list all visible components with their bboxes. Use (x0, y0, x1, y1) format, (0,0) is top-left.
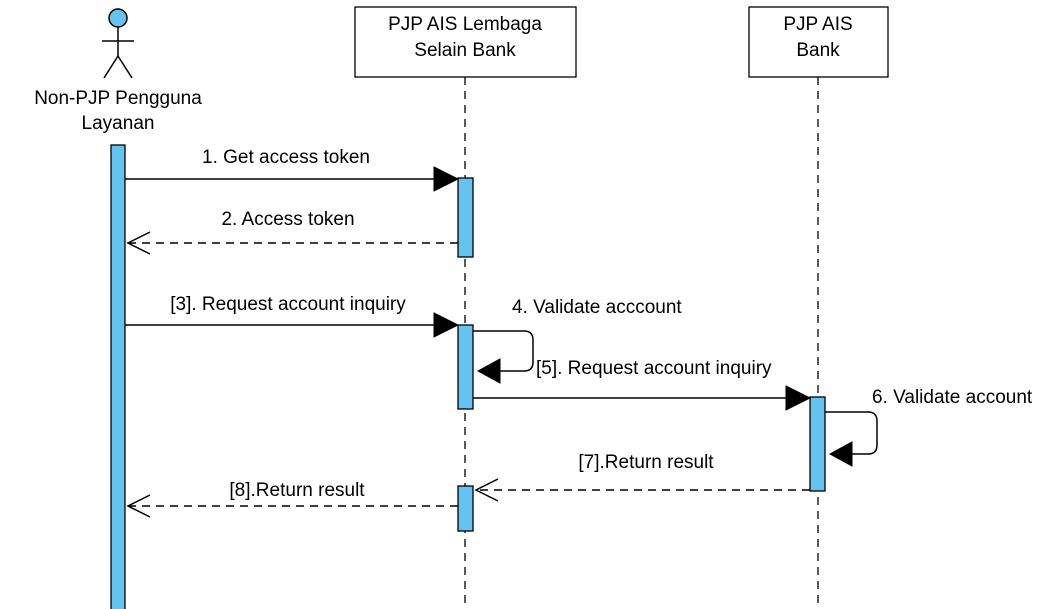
activation-actor (110, 144, 126, 609)
message-2-arrow (126, 231, 458, 255)
actor-left-leg (103, 55, 119, 79)
filled-arrowhead-icon (433, 312, 460, 338)
actor-name-line1: Non-PJP Pengguna (34, 88, 202, 109)
message-5-arrow (473, 385, 812, 411)
message-4-label: 4. Validate acccount (512, 297, 682, 318)
participant-box-bank (748, 6, 889, 78)
message-6-self-arrow (825, 411, 878, 467)
participant-bank-name-line1: PJP AIS (783, 14, 852, 35)
open-arrowhead-icon (126, 231, 151, 255)
message-7-arrow (474, 478, 810, 502)
message-1-label: 1. Get access token (202, 147, 370, 168)
activation-lembaga-3 (457, 485, 474, 532)
filled-arrowhead-icon (828, 441, 853, 467)
message-6-label: 6. Validate account (872, 387, 1033, 408)
message-3-arrow (125, 312, 460, 338)
filled-arrowhead-icon (433, 166, 460, 192)
message-5-label: [5]. Request account inquiry (536, 358, 772, 379)
activation-lembaga-1 (457, 177, 474, 258)
actor-stick-figure (102, 8, 134, 79)
participant-lembaga-name-line1: PJP AIS Lembaga (388, 14, 542, 35)
message-4-self-arrow (473, 330, 534, 384)
message-8-arrow (126, 494, 458, 518)
filled-arrowhead-icon (785, 385, 812, 411)
participant-lembaga-name-line2: Selain Bank (414, 40, 516, 61)
participant-bank-name-line2: Bank (796, 40, 840, 61)
message-1-arrow (125, 166, 460, 192)
open-arrowhead-icon (126, 494, 151, 518)
message-8-label: [8].Return result (229, 480, 365, 501)
activation-bank (809, 396, 826, 492)
actor-name-line2: Layanan (82, 113, 155, 134)
actor-right-leg (117, 55, 133, 79)
message-2-label: 2. Access token (221, 209, 354, 230)
message-3-label: [3]. Request account inquiry (170, 294, 406, 315)
participant-box-lembaga (354, 6, 577, 78)
message-7-label: [7].Return result (578, 452, 714, 473)
filled-arrowhead-icon (476, 358, 501, 384)
actor-head-icon (108, 8, 128, 28)
open-arrowhead-icon (474, 478, 499, 502)
activation-lembaga-2 (457, 324, 474, 410)
